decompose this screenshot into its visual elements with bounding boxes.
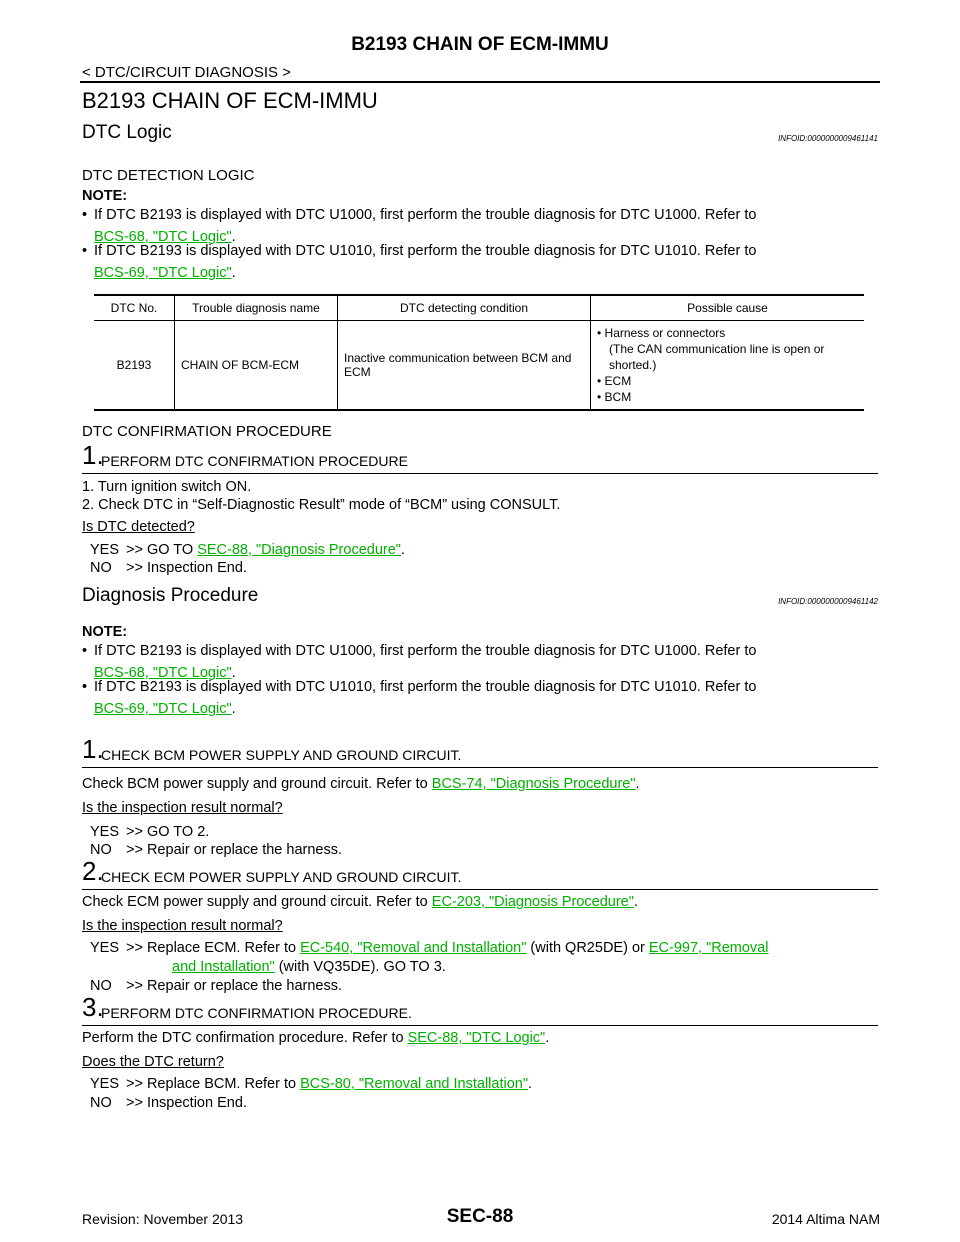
note-item: •If DTC B2193 is displayed with DTC U100… bbox=[82, 207, 757, 245]
no-text: >> Inspection End. bbox=[126, 560, 247, 576]
yes-text: >> GO TO bbox=[126, 542, 198, 558]
link-bcs-74[interactable]: BCS-74, "Diagnosis Procedure" bbox=[431, 776, 636, 792]
link-sec-88-dtc[interactable]: SEC-88, "DTC Logic" bbox=[407, 1030, 546, 1046]
question: Does the DTC return? bbox=[82, 1054, 224, 1070]
col-header-cause: Possible cause bbox=[590, 294, 864, 321]
procedure-step: 1. Turn ignition switch ON. bbox=[82, 479, 252, 495]
step-label: PERFORM DTC CONFIRMATION PROCEDURE. bbox=[101, 1005, 412, 1021]
cell-cause: • Harness or connectors (The CAN communi… bbox=[590, 320, 864, 411]
question: Is the inspection result normal? bbox=[82, 918, 283, 934]
note-label: NOTE: bbox=[82, 188, 128, 204]
note-item: •If DTC B2193 is displayed with DTC U101… bbox=[82, 243, 757, 281]
breadcrumb: < DTC/CIRCUIT DIAGNOSIS > bbox=[82, 64, 291, 81]
link-ec-540[interactable]: EC-540, "Removal and Installation" bbox=[300, 940, 527, 956]
yes-text: >> GO TO 2. bbox=[126, 824, 210, 840]
cell-diag-name: CHAIN OF BCM-ECM bbox=[174, 320, 338, 411]
link-bcs-68[interactable]: BCS-68, "DTC Logic" bbox=[94, 665, 232, 681]
confirmation-heading: DTC CONFIRMATION PROCEDURE bbox=[82, 423, 332, 440]
col-header-diag-name: Trouble diagnosis name bbox=[174, 294, 338, 321]
procedure-step: 2. Check DTC in “Self-Diagnostic Result”… bbox=[82, 497, 561, 513]
step-body: Perform the DTC confirmation procedure. … bbox=[82, 1030, 550, 1046]
step-heading: 2. CHECK ECM POWER SUPPLY AND GROUND CIR… bbox=[82, 856, 878, 890]
step-heading: 1. PERFORM DTC CONFIRMATION PROCEDURE bbox=[82, 440, 878, 474]
footer-page-number: SEC-88 bbox=[446, 1206, 514, 1227]
step-label: CHECK ECM POWER SUPPLY AND GROUND CIRCUI… bbox=[101, 869, 462, 885]
no-text: >> Repair or replace the harness. bbox=[126, 842, 343, 858]
step-label: CHECK BCM POWER SUPPLY AND GROUND CIRCUI… bbox=[101, 747, 462, 763]
cell-condition: Inactive communication between BCM and E… bbox=[337, 320, 591, 411]
link-ec-997[interactable]: EC-997, "Removal bbox=[648, 940, 769, 956]
main-title: B2193 CHAIN OF ECM-IMMU bbox=[82, 88, 378, 113]
no-text: >> Inspection End. bbox=[126, 1095, 247, 1111]
note-text: If DTC B2193 is displayed with DTC U1010… bbox=[94, 243, 757, 259]
note-label: NOTE: bbox=[82, 624, 128, 640]
step-label: PERFORM DTC CONFIRMATION PROCEDURE bbox=[101, 453, 408, 469]
link-bcs-69[interactable]: BCS-69, "DTC Logic" bbox=[94, 265, 232, 281]
no-key: NO bbox=[90, 560, 112, 576]
link-sec-88-diag[interactable]: SEC-88, "Diagnosis Procedure" bbox=[197, 542, 401, 558]
link-bcs-68[interactable]: BCS-68, "DTC Logic" bbox=[94, 229, 232, 245]
note-text: If DTC B2193 is displayed with DTC U1000… bbox=[94, 643, 757, 659]
section-title-diagnosis: Diagnosis Procedure bbox=[82, 585, 259, 606]
note-item: •If DTC B2193 is displayed with DTC U101… bbox=[82, 679, 757, 717]
step-heading: 3. PERFORM DTC CONFIRMATION PROCEDURE. bbox=[82, 992, 878, 1026]
yes-key: YES bbox=[90, 542, 120, 558]
cause-detail: (The CAN communication line is open or s… bbox=[609, 342, 825, 372]
step-body: Check BCM power supply and ground circui… bbox=[82, 776, 640, 792]
link-ec-203[interactable]: EC-203, "Diagnosis Procedure" bbox=[431, 894, 634, 910]
infoid-dtc-logic: INFOID:0000000009461141 bbox=[778, 134, 878, 143]
col-header-condition: DTC detecting condition bbox=[337, 294, 591, 321]
header-divider bbox=[80, 81, 880, 83]
link-bcs-80[interactable]: BCS-80, "Removal and Installation" bbox=[300, 1076, 528, 1092]
dtc-table: DTC No. Trouble diagnosis name DTC detec… bbox=[94, 294, 864, 411]
step-number: 1. bbox=[82, 440, 104, 470]
link-ec-997-cont[interactable]: and Installation" bbox=[172, 959, 275, 975]
cell-dtc-no: B2193 bbox=[94, 320, 175, 411]
page-header-title: B2193 CHAIN OF ECM-IMMU bbox=[351, 34, 609, 55]
step-heading: 1. CHECK BCM POWER SUPPLY AND GROUND CIR… bbox=[82, 734, 878, 768]
footer-model: 2014 Altima NAM bbox=[771, 1211, 880, 1227]
table-row: B2193 CHAIN OF BCM-ECM Inactive communic… bbox=[94, 320, 864, 411]
cause-item: Harness or connectors bbox=[604, 326, 726, 340]
note-text: If DTC B2193 is displayed with DTC U1000… bbox=[94, 207, 757, 223]
step-number: 3. bbox=[82, 992, 104, 1022]
link-bcs-69[interactable]: BCS-69, "DTC Logic" bbox=[94, 701, 232, 717]
step-number: 1. bbox=[82, 734, 104, 764]
question: Is DTC detected? bbox=[82, 519, 195, 535]
step-number: 2. bbox=[82, 856, 104, 886]
section-title-dtc-logic: DTC Logic bbox=[82, 122, 172, 143]
footer-revision: Revision: November 2013 bbox=[82, 1211, 244, 1227]
col-header-dtc-no: DTC No. bbox=[94, 294, 175, 321]
note-text: If DTC B2193 is displayed with DTC U1010… bbox=[94, 679, 757, 695]
cause-item: ECM bbox=[604, 374, 632, 388]
step-body: Check ECM power supply and ground circui… bbox=[82, 894, 638, 910]
no-text: >> Repair or replace the harness. bbox=[126, 978, 343, 994]
detection-logic-heading: DTC DETECTION LOGIC bbox=[82, 167, 255, 184]
question: Is the inspection result normal? bbox=[82, 800, 283, 816]
cause-item: BCM bbox=[604, 390, 632, 404]
infoid-diagnosis: INFOID:0000000009461142 bbox=[778, 597, 878, 606]
note-item: •If DTC B2193 is displayed with DTC U100… bbox=[82, 643, 757, 681]
